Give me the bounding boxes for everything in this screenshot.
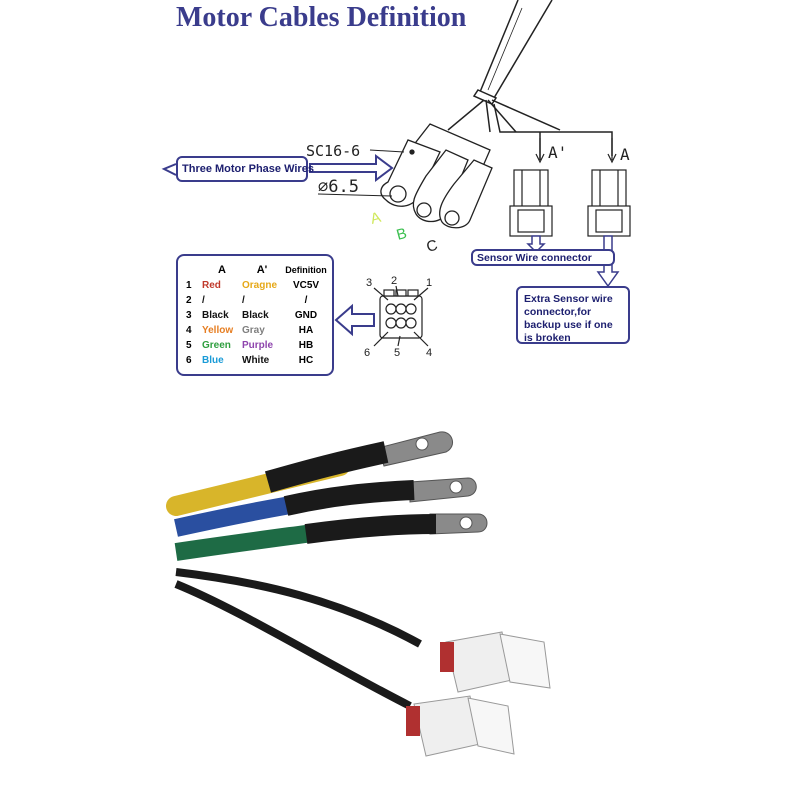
yellow-wire-sleeve [264, 441, 389, 493]
definition-cell: HA [298, 325, 314, 336]
sensor-a-label: A [620, 145, 630, 164]
phase-letter-a: A [369, 209, 383, 228]
sensor-callout-arrow [526, 235, 546, 254]
cable-photo [166, 431, 551, 757]
wire-color-a-cell: Green [202, 340, 231, 351]
phase-wires-callout: Three Motor Phase Wires [176, 156, 314, 182]
pin-number-cell: 2 [186, 295, 192, 306]
main-cable [447, 0, 613, 160]
sensor-a-prime-label: A' [548, 143, 567, 162]
wire-color-a-prime-cell: White [242, 355, 270, 366]
pin-definition-table: A A' Definition 1 Red Oragne VC5V 2 / / / 3 Black… [186, 262, 330, 368]
ring-terminal-photo-3 [429, 513, 488, 535]
wire-color-a-prime-cell: / [242, 295, 245, 306]
sensor-connector-a-prime [509, 169, 553, 237]
extra-sensor-callout: Extra Sensor wire connector,for backup u… [516, 286, 630, 344]
wire-color-a-prime-cell: Purple [242, 340, 274, 351]
pin-number-cell: 6 [186, 355, 192, 366]
ring-hole-2 [449, 480, 463, 494]
pin-number-5: 5 [394, 347, 400, 359]
sensor-leaders [535, 138, 617, 164]
pin-definition-box: A A' Definition 1 Red Oragne VC5V 2 / / / 3 Black… [176, 254, 334, 376]
ring-hole-3 [459, 516, 473, 530]
wire-color-a-cell: Red [202, 280, 221, 291]
ring-terminal-photo-1 [377, 431, 454, 467]
pin-number-1: 1 [426, 277, 432, 289]
pin-number-cell: 4 [186, 325, 192, 336]
phase-callout-arrow [161, 154, 394, 182]
sensor-connector-a [587, 169, 631, 237]
sensor-cable-2 [174, 580, 412, 710]
phase-letter-c: C [425, 237, 440, 256]
table-row: 2 / / / [186, 293, 330, 308]
cable-drawing: A' A SC16-6 ⌀6.5 A B C [161, 0, 631, 359]
table-row: 4 Yellow Gray HA [186, 323, 330, 338]
table-row: 5 Green Purple HB [186, 338, 330, 353]
phase-letter-b: B [395, 225, 409, 244]
table-row: 1 Red Oragne VC5V [186, 278, 330, 293]
wire-color-a-prime-cell: Black [242, 310, 269, 321]
wire-color-a-cell: Yellow [202, 325, 234, 336]
blue-wire-sleeve [283, 480, 415, 516]
sc-leader-line [369, 149, 405, 153]
page-title: Motor Cables Definition [176, 2, 467, 33]
wire-color-a-prime-cell: Gray [242, 325, 265, 336]
dia-label: ⌀6.5 [318, 177, 359, 197]
pin-number-6: 6 [364, 347, 370, 359]
pin-number-cell: 5 [186, 340, 192, 351]
definition-cell: / [304, 295, 308, 306]
connector-pinout [373, 285, 429, 347]
header-definition: Definition [285, 265, 327, 275]
wire-color-a-cell: / [202, 295, 205, 306]
ring-terminal-photo-2 [409, 477, 477, 503]
header-a: A [218, 264, 226, 276]
wire-color-a-cell: Blue [202, 355, 224, 366]
sc-label: SC16-6 [306, 142, 360, 160]
pin-number-cell: 1 [186, 280, 192, 291]
table-row: 3 Black Black GND [186, 308, 330, 323]
header-a-prime: A' [256, 264, 268, 276]
pin-table-arrow [334, 303, 375, 337]
pin-number-2: 2 [391, 275, 397, 287]
green-wire-sleeve [304, 514, 437, 544]
definition-cell: HB [298, 340, 314, 351]
sensor-connector-photo-1 [440, 631, 551, 693]
sensor-connector-photo-2 [406, 695, 515, 757]
pin-number-4: 4 [426, 347, 432, 359]
pin-number-cell: 3 [186, 310, 192, 321]
wire-color-a-prime-cell: Oragne [242, 280, 278, 291]
sensor-cable-1 [175, 568, 422, 648]
wire-color-a-cell: Black [202, 310, 229, 321]
pin-number-3: 3 [366, 277, 372, 289]
definition-cell: VC5V [292, 280, 320, 291]
ring-terminals [380, 123, 493, 229]
header-pin [186, 262, 202, 278]
table-header-row: A A' Definition [186, 262, 330, 278]
table-row: 6 Blue White HC [186, 353, 330, 368]
definition-cell: HC [298, 355, 314, 366]
green-wire [174, 523, 322, 561]
definition-cell: GND [294, 310, 318, 321]
dia-leader-line [317, 193, 393, 197]
sensor-connector-callout: Sensor Wire connector [471, 249, 615, 266]
